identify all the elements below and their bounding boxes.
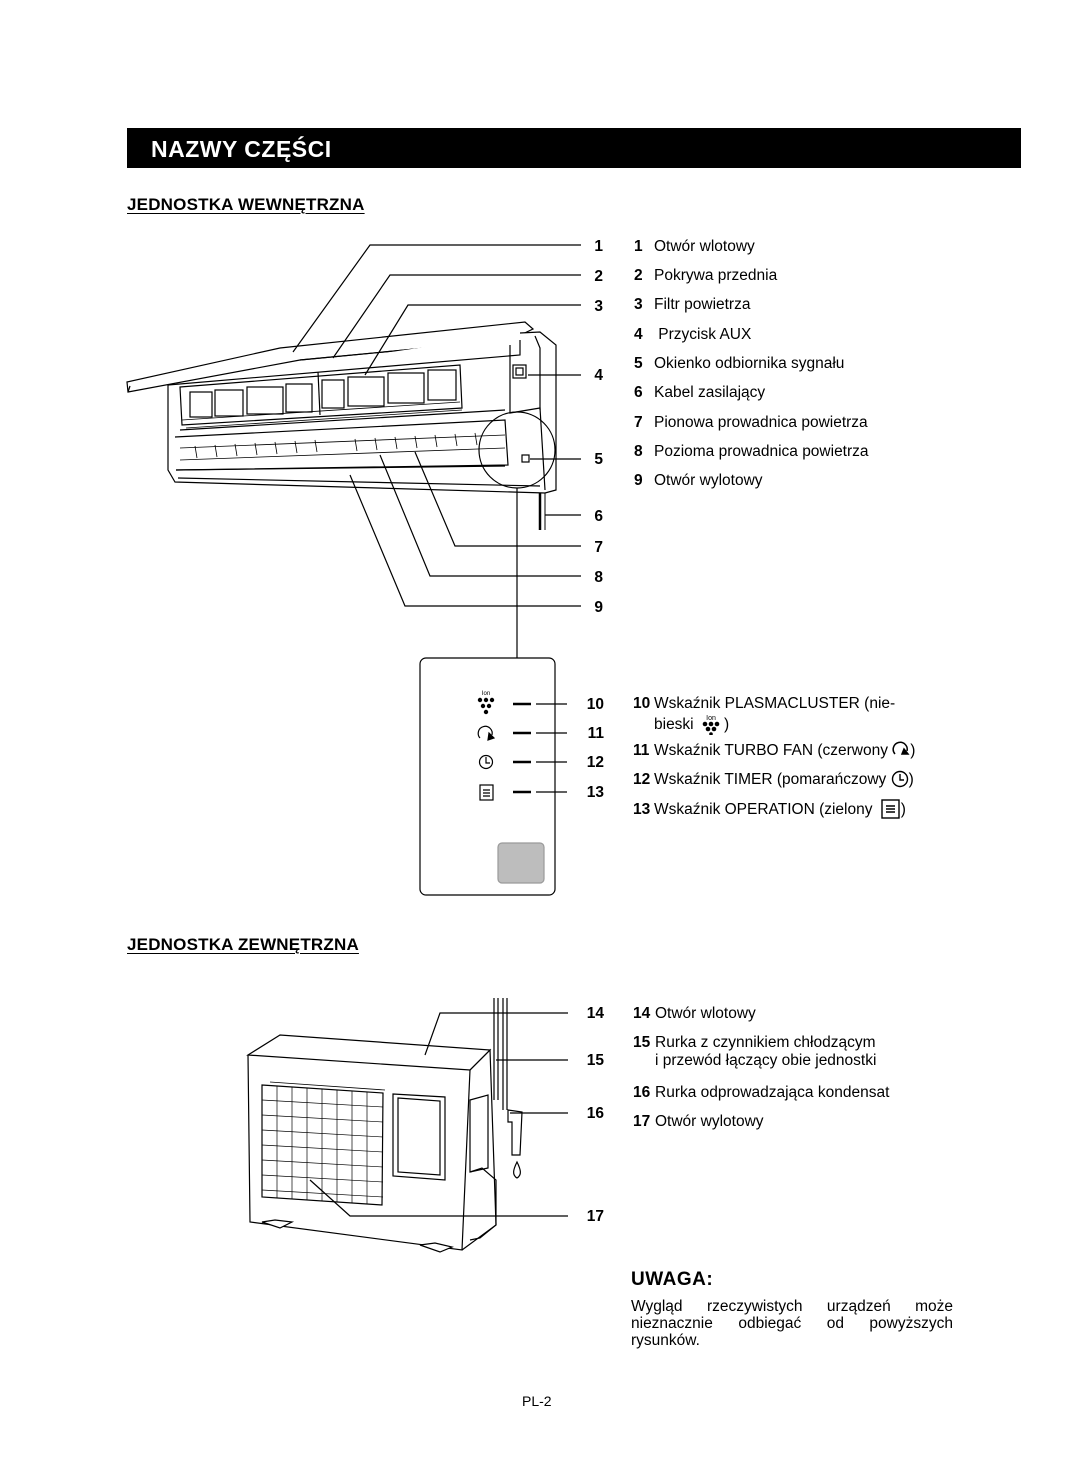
indoor-unit-drawing xyxy=(126,321,557,530)
outdoor-leader-lines xyxy=(309,1012,568,1217)
operation-icon xyxy=(479,784,494,801)
page-title-banner: NAZWY CZĘŚCI xyxy=(127,128,1021,168)
plasmacluster-ion-icon: Ion xyxy=(477,691,495,715)
callout-9: 9 xyxy=(594,599,603,616)
callout-7: 7 xyxy=(594,539,603,556)
timer-clock-icon xyxy=(478,754,494,770)
callout-2: 2 xyxy=(594,268,603,285)
indoor-unit-heading: JEDNOSTKA WEWNĘTRZNA xyxy=(127,195,365,214)
callout-1: 1 xyxy=(594,238,603,255)
plasmacluster-ion-icon: Ion xyxy=(702,715,720,736)
outdoor-unit-heading: JEDNOSTKA ZEWNĘTRZNA xyxy=(127,935,359,954)
turbo-fan-icon xyxy=(477,725,496,741)
callout-12: 12 xyxy=(586,754,604,771)
timer-clock-icon xyxy=(891,770,908,788)
indicator-panel-drawing: Ion xyxy=(419,657,567,896)
turbo-fan-icon xyxy=(892,741,910,755)
indoor-leader-lines xyxy=(292,244,581,658)
outdoor-unit-drawing xyxy=(246,998,523,1253)
page-number: PL-2 xyxy=(522,1393,552,1409)
legend-item-4: 4 Przycisk AUX xyxy=(634,326,752,343)
callout-14: 14 xyxy=(586,1005,604,1022)
callout-13: 13 xyxy=(586,784,604,801)
callout-4: 4 xyxy=(594,367,603,384)
callout-8: 8 xyxy=(594,569,603,586)
callout-17: 17 xyxy=(586,1208,604,1225)
callout-16: 16 xyxy=(586,1105,604,1122)
svg-text:Ion: Ion xyxy=(706,715,716,722)
callout-3: 3 xyxy=(594,298,603,315)
callout-11: 11 xyxy=(587,725,604,742)
callout-15: 15 xyxy=(586,1052,604,1069)
page-title: NAZWY CZĘŚCI xyxy=(151,136,332,162)
svg-text:Ion: Ion xyxy=(482,691,490,697)
callout-10: 10 xyxy=(586,696,604,713)
operation-icon xyxy=(881,799,900,819)
callout-5: 5 xyxy=(594,451,603,468)
callout-6: 6 xyxy=(594,508,603,525)
note-title: UWAGA: xyxy=(631,1269,714,1290)
note-text: Wygląd rzeczywistych urządzeń może niezn… xyxy=(631,1298,953,1349)
